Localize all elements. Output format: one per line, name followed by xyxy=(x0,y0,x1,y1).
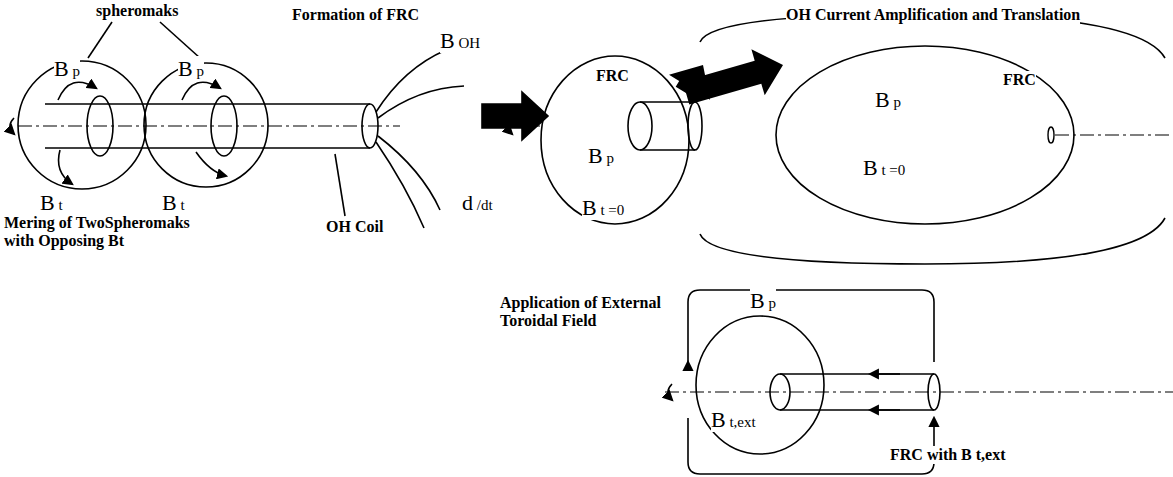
caption-text: Application of External Toroidal Field xyxy=(500,294,680,331)
frc-shape: FRC B p B t =0 xyxy=(540,55,690,225)
frc-shape: B p FRC B t =0 xyxy=(775,45,1075,225)
field-label: B p xyxy=(875,87,901,112)
field-label: B p xyxy=(54,56,80,81)
frc-shape: B pB t,ext xyxy=(695,315,825,455)
caption-text: Mering of TwoSpheromaks with Opposing Bt xyxy=(4,214,204,251)
caption-text: spheromaks xyxy=(96,2,178,20)
caption-text: OH Current Amplification and Translation xyxy=(786,6,1080,24)
field-label: B t =0 xyxy=(863,155,905,180)
field-label: B p xyxy=(588,143,614,168)
field-label: B OH xyxy=(440,28,480,53)
field-label: B t,ext xyxy=(711,407,756,432)
node-title: FRC xyxy=(596,67,629,85)
field-label: B t xyxy=(162,190,185,215)
field-label: B t =0 xyxy=(582,195,624,220)
stage-arrow xyxy=(669,65,710,100)
field-label: B p xyxy=(750,288,776,313)
caption-text: FRC with B t,ext xyxy=(890,446,1006,464)
caption-text: OH Coil xyxy=(326,218,383,236)
caption-text: d /dt xyxy=(462,190,493,215)
field-label: B p xyxy=(178,56,204,81)
field-label: B t xyxy=(40,190,63,215)
caption-text: Formation of FRC xyxy=(292,6,419,24)
frc-outline xyxy=(695,315,825,455)
node-title: FRC xyxy=(1003,71,1036,89)
